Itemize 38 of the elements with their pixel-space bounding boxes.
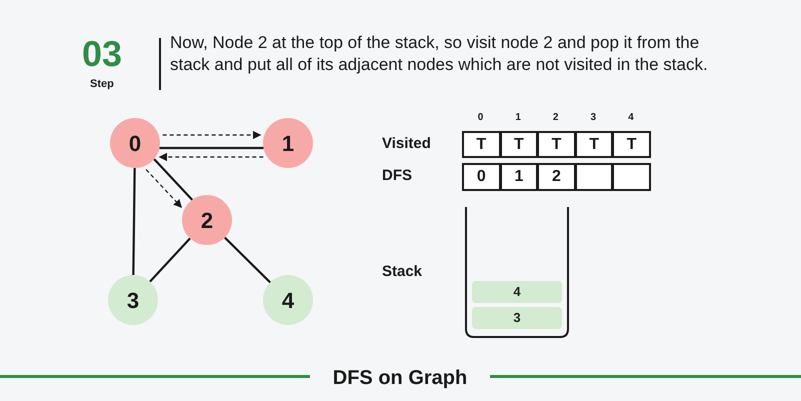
node-label: 0: [128, 130, 142, 158]
table-cell: 1: [500, 163, 538, 191]
stack-label: Stack: [382, 262, 422, 282]
node-label: 3: [513, 309, 521, 328]
table-cell: 0: [462, 163, 501, 191]
node-label: 1: [282, 130, 294, 158]
dashed-arrow: [162, 130, 262, 140]
graph-edge: [224, 236, 271, 284]
dashed-arrow: [146, 169, 182, 208]
node-label: 4: [513, 283, 521, 302]
table-cell: T: [462, 131, 501, 158]
stack-item: [472, 307, 562, 329]
dashed-arrow: [158, 152, 264, 162]
table-cell: T: [612, 131, 651, 158]
table-cell: T: [500, 131, 538, 158]
step-description: Now, Node 2 at the top of the stack, so visit node 2 and pop it from the stack and put all of its adjacent nodes which are not visited in the stack.: [170, 32, 709, 76]
diagram-title: DFS on Graph: [332, 366, 468, 391]
table-cell: 2: [537, 163, 576, 191]
node-label: 2: [200, 206, 214, 234]
table-cell: T: [574, 131, 614, 158]
index-label: 3: [590, 111, 598, 125]
index-label: 0: [476, 111, 484, 125]
graph-edge: [149, 238, 191, 282]
step-number: 03: [82, 36, 122, 72]
graph-edge: [132, 168, 136, 276]
graph-edge: [160, 146, 264, 150]
index-label: 2: [552, 111, 560, 125]
stack-item: [472, 281, 562, 303]
index-label: 4: [627, 111, 635, 125]
stack-container: [465, 207, 569, 338]
node-label: 3: [126, 286, 140, 314]
node-label: 4: [282, 286, 294, 314]
row-label: DFS: [382, 166, 412, 186]
row-label: Visited: [382, 134, 431, 154]
step-caption: Step: [90, 77, 114, 92]
table-cell: T: [537, 131, 576, 158]
index-label: 1: [514, 111, 522, 125]
graph-edge: [153, 158, 194, 201]
